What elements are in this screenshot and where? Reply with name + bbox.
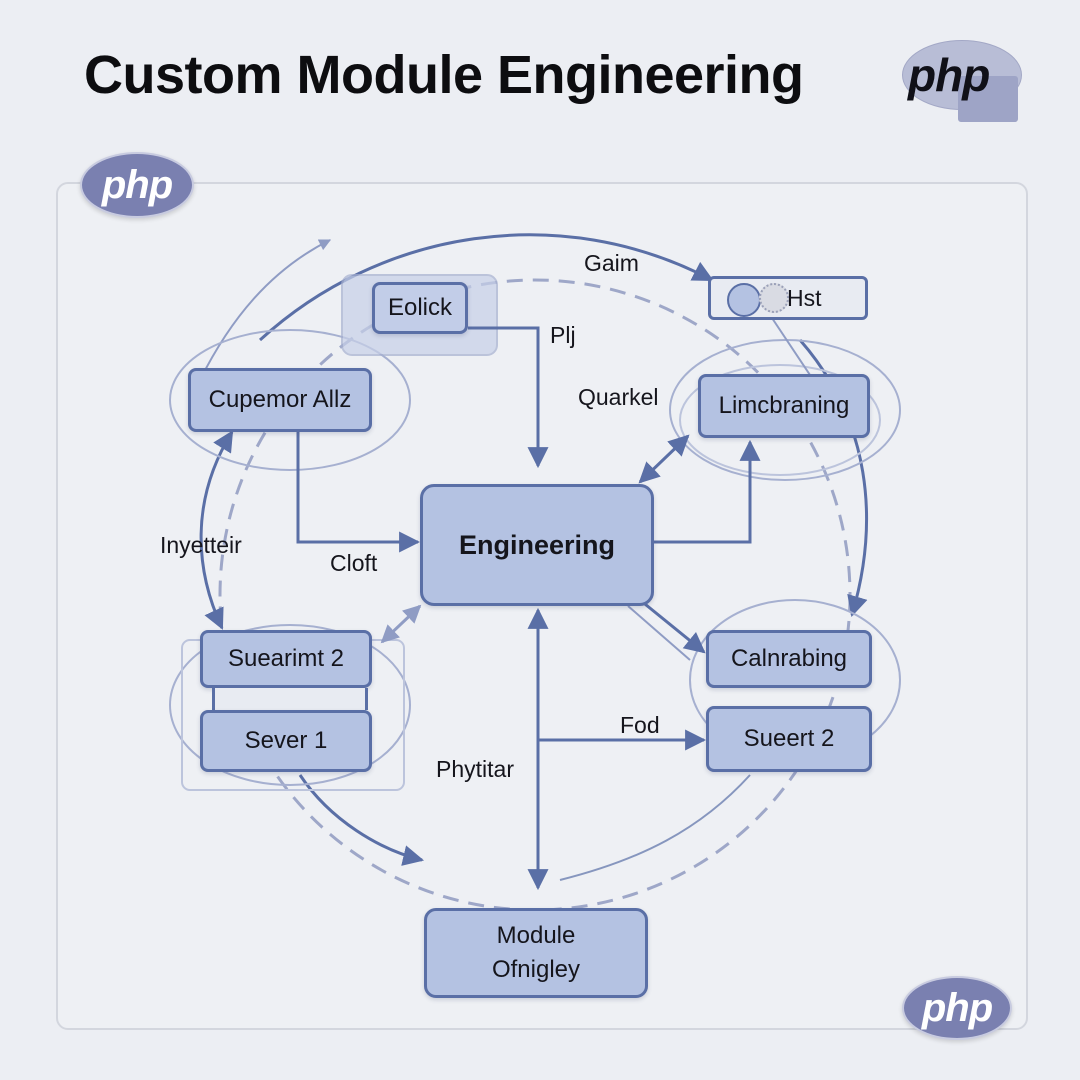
node-engineering-label: Engineering xyxy=(458,529,615,560)
connector-engineering-calnrabing-2 xyxy=(627,605,691,661)
outer-arc-bottom-right xyxy=(559,774,751,881)
connector-engineering-limcbraning-diag xyxy=(638,434,690,484)
circle-icon xyxy=(727,283,761,317)
node-module[interactable]: Module Ofnigley xyxy=(424,897,648,998)
edge-label-fod: Fod xyxy=(620,712,660,738)
php-badge-top-left: php xyxy=(80,152,194,218)
node-eolick[interactable]: Eolick xyxy=(372,282,468,334)
node-sueert-label: Sueert 2 xyxy=(743,725,835,752)
outer-arc-top xyxy=(258,233,714,342)
edge-label-quarkel: Quarkel xyxy=(578,384,659,410)
edge-label-cloft: Cloft xyxy=(330,550,378,576)
logo-tab xyxy=(958,76,1018,122)
node-sueert[interactable]: Sueert 2 xyxy=(706,706,872,772)
node-calnrabing[interactable]: Calnrabing xyxy=(706,630,872,688)
stack-connector xyxy=(212,688,368,710)
dotted-circle-icon xyxy=(759,283,789,313)
faint-ellipse-cupemor xyxy=(169,329,411,471)
outer-arc-right xyxy=(798,339,869,618)
node-module-label-line2: Ofnigley xyxy=(491,956,581,983)
edge-label-phytitar: Phytitar xyxy=(436,756,514,782)
node-engineering[interactable]: Engineering xyxy=(420,473,654,606)
node-calnrabing-label: Calnrabing xyxy=(730,645,848,672)
node-hst[interactable]: Hst xyxy=(708,276,868,320)
node-suearimt-label: Suearimt 2 xyxy=(227,645,345,672)
connector-engineering-calnrabing xyxy=(639,598,706,654)
connector-engineering-limcbraning xyxy=(654,439,761,544)
connector-cupemor-engineering xyxy=(296,432,421,553)
node-eolick-label: Eolick xyxy=(387,294,453,321)
edge-label-plj: Plj xyxy=(550,322,576,348)
page-title: Custom Module Engineering xyxy=(84,45,804,105)
outer-arc-bottom-left xyxy=(298,774,425,866)
logo-text: php xyxy=(908,49,990,101)
edge-label-gaim: Gaim xyxy=(584,250,639,276)
node-suearimt[interactable]: Suearimt 2 xyxy=(200,630,372,688)
node-cupemor-label: Cupemor Allz xyxy=(208,386,352,413)
node-cupemor[interactable]: Cupemor Allz xyxy=(188,368,372,432)
faint-ellipse-left-stack xyxy=(169,624,411,786)
node-hst-label: Hst xyxy=(787,285,822,311)
connector-eolick-engineering xyxy=(468,326,549,469)
node-sever[interactable]: Sever 1 xyxy=(200,710,372,772)
node-limcbraning-label: Limcbraning xyxy=(718,392,850,419)
faint-ellipse-limcbraning-2 xyxy=(679,364,881,476)
node-limcbraning[interactable]: Limcbraning xyxy=(698,374,870,438)
php-logo-icon: php xyxy=(902,40,1022,124)
node-sever-label: Sever 1 xyxy=(244,727,328,754)
php-badge-bottom-right: php xyxy=(902,976,1012,1040)
node-module-label-line1: Module xyxy=(496,922,576,949)
faint-ellipse-limcbraning xyxy=(669,339,901,481)
connector-engineering-suearimt xyxy=(380,604,422,644)
edge-label-inyetteir: Inyetteir xyxy=(160,532,242,558)
outer-arc-top-left-faint xyxy=(199,239,332,381)
